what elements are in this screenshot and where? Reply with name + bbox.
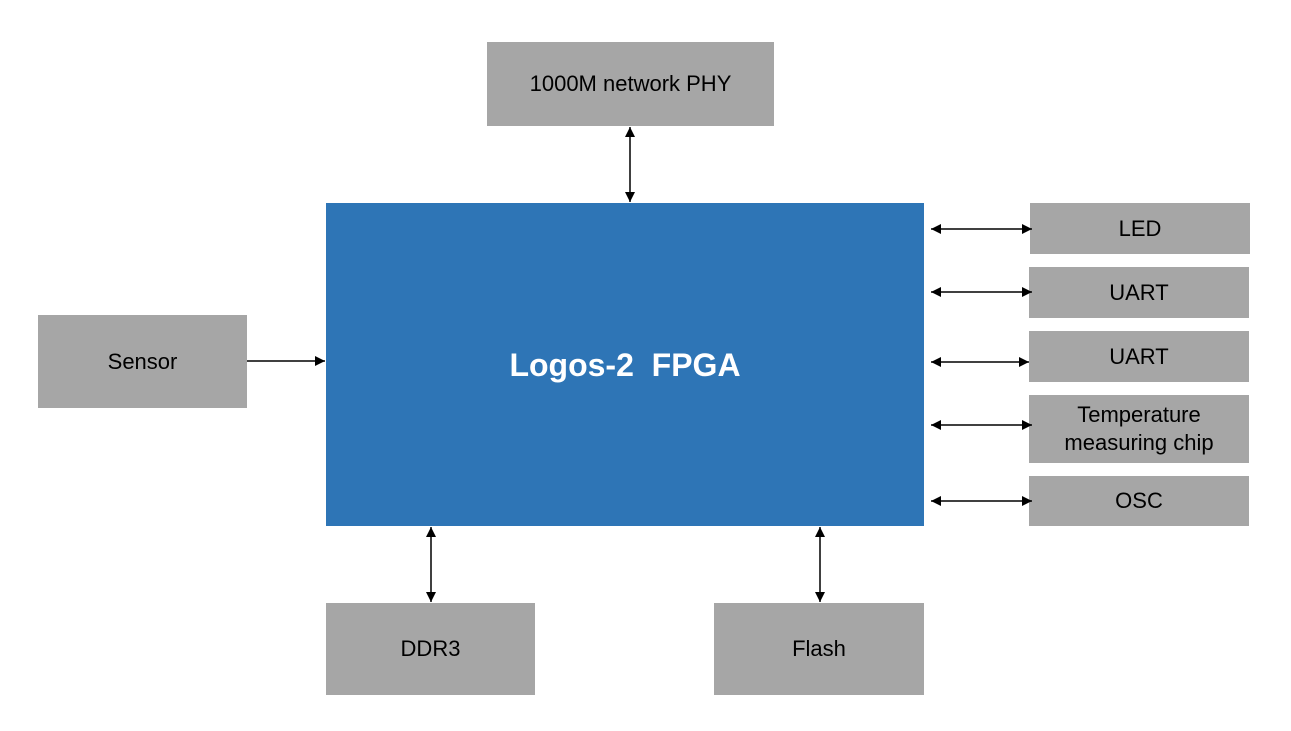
fpga-label: Logos-2 FPGA	[509, 346, 741, 383]
led-label: LED	[1118, 215, 1162, 241]
flash-label: Flash	[792, 636, 846, 661]
uart-2-label: UART	[1109, 343, 1169, 369]
flash-block: Flash	[714, 603, 924, 695]
temperature-chip-block: Temperature measuring chip	[1029, 395, 1249, 463]
uart-block-1: UART	[1029, 267, 1249, 318]
sensor-block: Sensor	[38, 315, 247, 408]
network-phy-block: 1000M network PHY	[487, 42, 774, 126]
uart-block-2: UART	[1029, 331, 1249, 382]
ddr3-label: DDR3	[400, 636, 461, 661]
network-phy-label: 1000M network PHY	[529, 71, 732, 96]
osc-block: OSC	[1029, 476, 1249, 526]
ddr3-block: DDR3	[326, 603, 535, 695]
uart-1-label: UART	[1109, 279, 1169, 305]
led-block: LED	[1030, 203, 1250, 254]
osc-label: OSC	[1115, 488, 1163, 513]
fpga-block: Logos-2 FPGA	[326, 203, 924, 526]
temperature-chip-line1: Temperature	[1077, 402, 1201, 427]
temperature-chip-line2: measuring chip	[1064, 430, 1214, 455]
sensor-label: Sensor	[107, 348, 178, 374]
